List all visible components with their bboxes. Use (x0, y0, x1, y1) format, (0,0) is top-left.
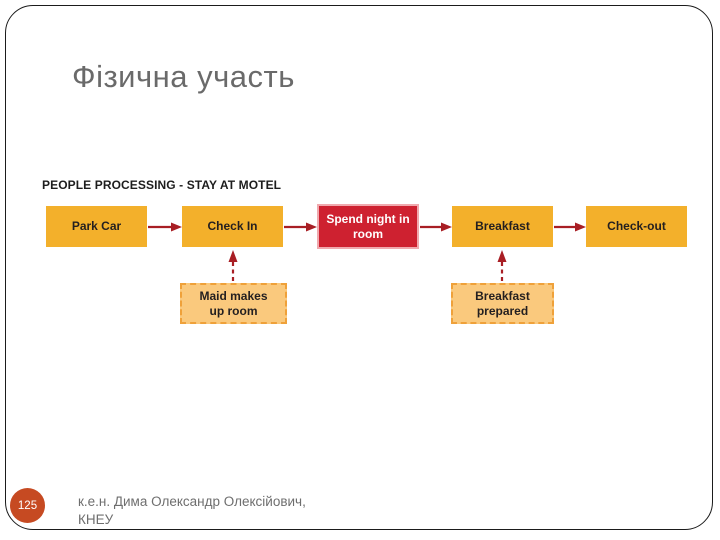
backstage-step-breakfast-prepared: Breakfast prepared (451, 283, 554, 324)
page-number-badge: 125 (10, 488, 45, 523)
flow-step-check-in: Check In (182, 206, 283, 247)
footer-credit-line1: к.е.н. Дима Олександр Олексійович, (78, 494, 306, 509)
diagram-heading: PEOPLE PROCESSING - STAY AT MOTEL (42, 178, 282, 192)
footer-credit: к.е.н. Дима Олександр Олексійович, КНЕУ (78, 493, 306, 529)
slide-border-frame (5, 5, 713, 530)
flow-step-spend-night: Spend night in room (317, 204, 419, 249)
page-number: 125 (17, 499, 38, 512)
slide-title: Фізична участь (72, 59, 295, 94)
flow-step-breakfast: Breakfast (452, 206, 553, 247)
flow-step-park-car: Park Car (46, 206, 147, 247)
flow-step-check-out: Check-out (586, 206, 687, 247)
backstage-step-maid-makes-up-room: Maid makes up room (180, 283, 287, 324)
footer-credit-line2: КНЕУ (78, 512, 114, 527)
